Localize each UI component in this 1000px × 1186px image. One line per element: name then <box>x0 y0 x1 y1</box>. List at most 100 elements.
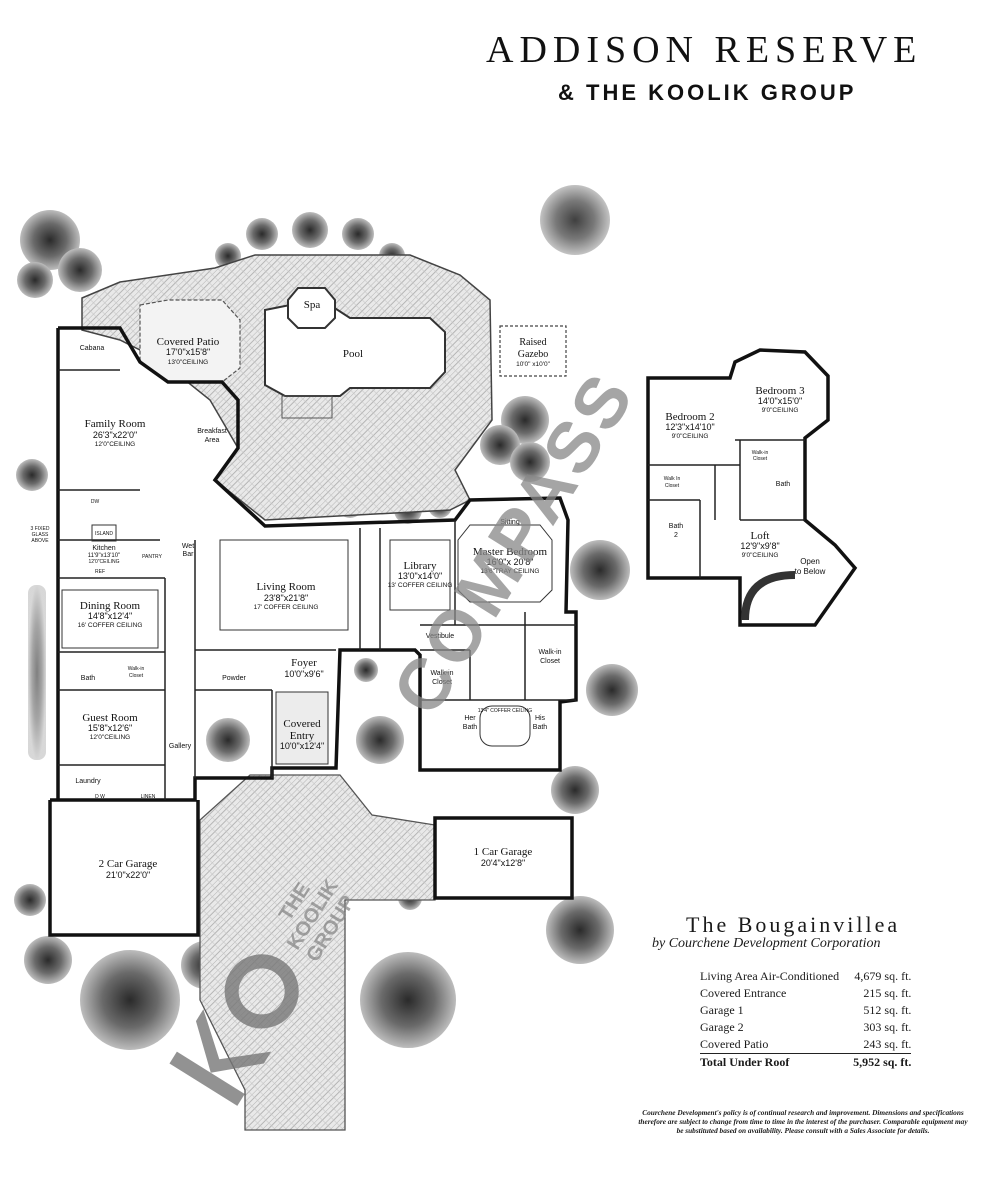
area-total-label: Total Under Roof <box>700 1053 840 1071</box>
kitchen-ceiling: 12'0"CEILING <box>88 559 119 565</box>
shrub <box>16 459 48 491</box>
library-ceiling: 13' COFFER CEILING <box>388 582 453 589</box>
family-room-ceiling: 12'0"CEILING <box>95 441 135 448</box>
tree <box>360 952 456 1048</box>
loft-name: Loft <box>751 530 770 542</box>
shrub <box>354 658 378 682</box>
guest-walkin-a: Walk-in <box>128 666 145 672</box>
garage-2car-dim: 21'0"x22'0" <box>106 870 150 880</box>
loft-dim: 12'9"x9'8" <box>740 541 779 551</box>
living-room-dim: 23'8"x21'8" <box>264 593 308 603</box>
his-bath-b: Bath <box>533 724 548 731</box>
master-bedroom-name: Master Bedroom <box>473 546 548 558</box>
area-total-value: 5,952 sq. ft. <box>839 1053 912 1071</box>
garage-1car-dim: 20'4"x12'8" <box>481 858 525 868</box>
upstairs-bath-label: Bath <box>776 481 791 488</box>
gazebo-dim: 10'0" x10'0" <box>516 361 551 368</box>
library-coffer-outline <box>389 539 451 611</box>
area-value: 512 sq. ft. <box>863 1003 912 1017</box>
area-value: 4,679 sq. ft. <box>854 969 912 983</box>
wet-bar-label-2: Bar <box>183 551 195 558</box>
area-row: Living Area Air-Conditioned 4,679 sq. ft… <box>700 968 911 985</box>
library-name: Library <box>404 560 437 572</box>
dining-room-ceiling: 16' COFFER CEILING <box>78 622 143 629</box>
disclaimer: Courchene Development's policy is of con… <box>638 1108 968 1135</box>
covered-patio-ceiling: 13'0"CEILING <box>168 359 208 366</box>
ko-logo-watermark <box>169 954 299 1106</box>
bedroom2-dim: 12'3"x14'10" <box>665 422 714 432</box>
upstairs-walkin-1-a: Walk In <box>664 476 681 482</box>
garage-1car-name: 1 Car Garage <box>474 846 533 858</box>
area-value: 243 sq. ft. <box>863 1037 912 1051</box>
shrub <box>292 212 328 248</box>
area-label: Living Area Air-Conditioned <box>700 969 840 983</box>
her-bath-a: Her <box>464 715 476 722</box>
spiral-stair <box>741 571 796 621</box>
dw-label: DW <box>91 499 100 505</box>
shrub <box>342 218 374 250</box>
tree <box>551 766 599 814</box>
dining-room-name: Dining Room <box>80 600 141 612</box>
dining-coffer-outline <box>61 589 159 649</box>
family-room-name: Family Room <box>85 418 146 430</box>
bedroom3-name: Bedroom 3 <box>755 385 805 397</box>
area-row: Garage 2 303 sq. ft. <box>700 1019 911 1036</box>
foyer-dim: 10'0"x9'6" <box>284 669 323 679</box>
vestibule-label: Vestibule <box>426 633 455 640</box>
gazebo-name: Raised <box>519 337 546 348</box>
brand-title: ADDISON RESERVE <box>486 29 923 71</box>
powder-label: Powder <box>222 675 246 682</box>
bedroom3-ceiling: 9'0"CEILING <box>762 407 799 414</box>
bath-label: Bath <box>81 675 96 682</box>
upstairs-walkin-2-b: Closet <box>753 456 768 462</box>
shrub <box>14 884 46 916</box>
ref-label: REF <box>95 569 105 575</box>
bedroom3-dim: 14'0"x15'0" <box>758 396 802 406</box>
hedge <box>28 585 46 760</box>
laundry-dw: D W <box>95 794 105 800</box>
sitting-label: Sitting <box>500 519 520 526</box>
master-tray-outline <box>457 524 553 603</box>
glass-block-label-3: ABOVE <box>31 538 49 544</box>
shrub <box>206 718 250 762</box>
spa-label: Spa <box>304 299 321 311</box>
linen-label: LINEN <box>141 794 156 800</box>
raised-gazebo-outline <box>499 325 567 377</box>
guest-room-ceiling: 12'0"CEILING <box>90 734 130 741</box>
glass-block-label: 3 FIXED <box>31 526 50 532</box>
shrub <box>356 716 404 764</box>
upstairs-walkin-1-b: Closet <box>665 483 680 489</box>
walkin-closet-2-a: Walk-in <box>538 649 561 656</box>
tree <box>586 664 638 716</box>
driveway <box>199 774 436 1131</box>
area-total-row: Total Under Roof 5,952 sq. ft. <box>700 1053 912 1071</box>
covered-entry-name-a: Covered <box>283 718 321 730</box>
bedroom2-name: Bedroom 2 <box>665 411 714 423</box>
living-room-name: Living Room <box>257 581 316 593</box>
tree <box>540 185 610 255</box>
plan-title: The Bougainvillea <box>686 912 901 937</box>
master-bedroom-ceiling: 13'6"TRAY CEILING <box>481 568 540 575</box>
breakfast-label-2: Area <box>205 437 220 444</box>
walkin-closet-2-b: Closet <box>540 658 560 665</box>
loft-ceiling: 9'0"CEILING <box>742 552 779 559</box>
area-value: 215 sq. ft. <box>863 986 912 1000</box>
walkin-closet-1-b: Closet <box>432 679 452 686</box>
area-row: Covered Entrance 215 sq. ft. <box>700 985 911 1002</box>
tree <box>546 896 614 964</box>
library-dim: 13'0"x14'0" <box>398 571 442 581</box>
glass-block-label-2: GLASS <box>32 532 49 538</box>
shrub <box>246 218 278 250</box>
covered-patio-name: Covered Patio <box>157 336 220 348</box>
pool-label: Pool <box>343 348 363 360</box>
interior-walls <box>58 369 576 800</box>
laundry-label: Laundry <box>75 778 101 785</box>
covered-entry-name-b: Entry <box>290 730 315 742</box>
kitchen-dim: 11'9"x13'10" <box>88 553 120 559</box>
area-row: Covered Patio 243 sq. ft. <box>700 1036 911 1054</box>
dining-room-dim: 14'8"x12'4" <box>88 611 132 621</box>
walkin-closet-1-a: Walk-in <box>430 670 453 677</box>
master-bedroom-dim: 16'0"x 20'8" <box>487 557 534 567</box>
brand-subtitle: & THE KOOLIK GROUP <box>558 80 857 105</box>
